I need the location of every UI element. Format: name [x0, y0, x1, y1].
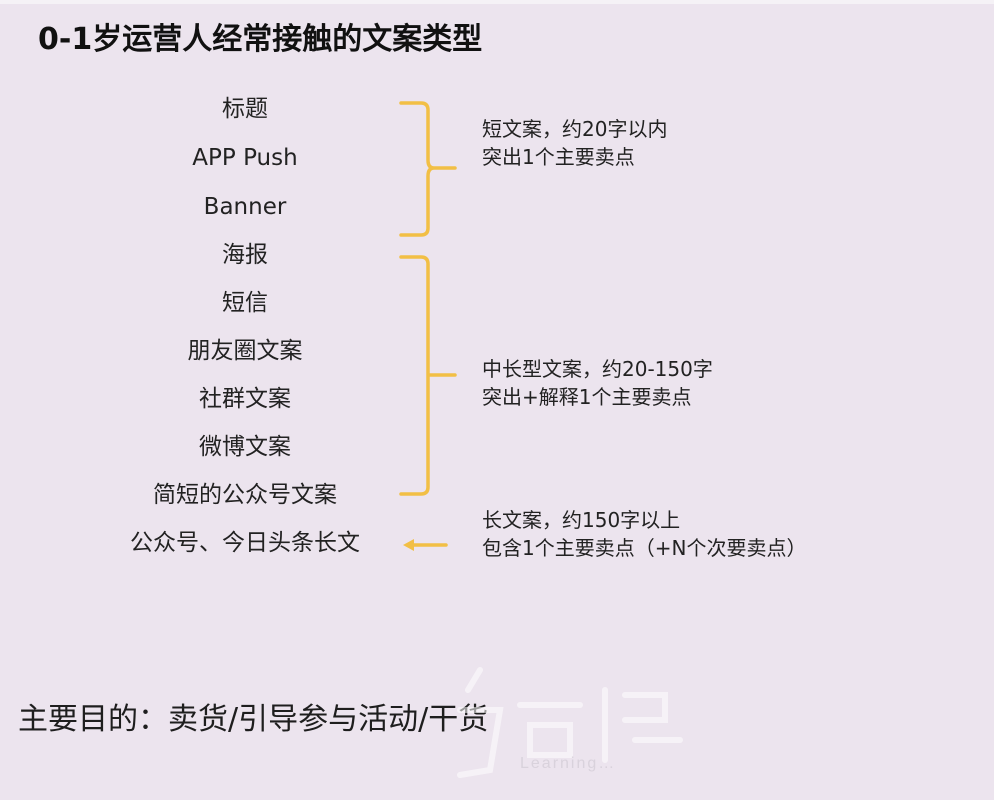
long-group-line1: 长文案，约150字以上: [482, 508, 681, 532]
medium-group-bracket-icon: [399, 255, 457, 496]
watermark-logo-icon: [457, 667, 683, 778]
medium-group-line2: 突出+解释1个主要卖点: [482, 385, 692, 409]
copy-type-item: APP Push: [192, 145, 298, 171]
short-group-description: 短文案，约20字以内 突出1个主要卖点: [482, 115, 667, 171]
short-group-line1: 短文案，约20字以内: [482, 117, 668, 141]
copy-type-item: 标题: [222, 96, 268, 122]
copy-type-item: 朋友圈文案: [187, 338, 303, 364]
medium-group-line1: 中长型文案，约20-150字: [482, 357, 713, 381]
long-group-description: 长文案，约150字以上 包含1个主要卖点（+N个次要卖点）: [482, 506, 806, 562]
short-group-line2: 突出1个主要卖点: [482, 145, 635, 169]
copy-type-item: Banner: [203, 194, 287, 220]
main-purpose: 主要目的：卖货/引导参与活动/干货: [18, 702, 489, 737]
arrow-left-icon: [403, 539, 448, 551]
copy-type-item: 微博文案: [199, 434, 291, 460]
watermark-text: Learning…: [520, 755, 617, 772]
copy-type-item: 社群文案: [199, 386, 291, 412]
copy-type-item: 短信: [222, 290, 268, 316]
short-group-bracket-icon: [399, 101, 457, 237]
long-group-line2: 包含1个主要卖点（+N个次要卖点）: [482, 536, 807, 560]
medium-group-description: 中长型文案，约20-150字 突出+解释1个主要卖点: [482, 355, 713, 411]
copy-type-item: 海报: [222, 242, 268, 268]
copy-type-item: 简短的公众号文案: [153, 482, 337, 508]
copy-type-item: 公众号、今日头条长文: [130, 530, 360, 556]
page-title: 0-1岁运营人经常接触的文案类型: [38, 22, 483, 57]
top-edge: [0, 0, 994, 4]
